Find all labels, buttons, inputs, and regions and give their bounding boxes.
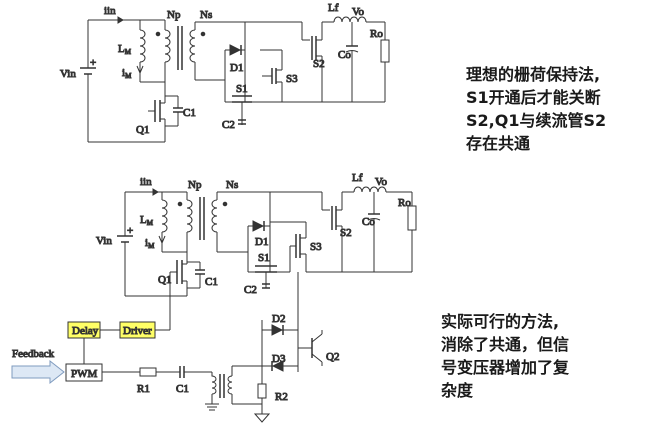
np-label: Np (167, 9, 181, 21)
s3-label: S3 (286, 73, 298, 85)
feedback-arrow (11, 359, 65, 385)
s2-label: S2 (313, 58, 325, 70)
circuit-ideal: Vin + iin LM iM Np Ns (60, 2, 390, 143)
s1-label: S1 (258, 252, 270, 264)
q1-label: Q1 (158, 274, 171, 286)
driver-label: Driver (123, 325, 152, 337)
s1-label: S1 (236, 83, 248, 95)
c1-label: C1 (205, 276, 218, 288)
d1-label: D1 (255, 236, 268, 248)
np-label: Np (188, 179, 202, 191)
vin-plus: + (127, 225, 133, 237)
feedback-label: Feedback (12, 348, 55, 360)
note-practical-line-4: 杂度 (441, 381, 474, 400)
c2-label: C2 (244, 284, 257, 296)
vin-plus: + (90, 57, 96, 69)
ro-label: Ro (370, 28, 383, 40)
co-label: Co (338, 49, 351, 61)
q2-label: Q2 (326, 351, 339, 363)
vin-label: Vin (96, 235, 112, 247)
note-practical-line-3: 号变压器增加了复 (441, 358, 570, 377)
circuit-practical: Vin + iin LM iM Np Ns Q1 (83, 172, 417, 423)
c2-label: C2 (222, 119, 235, 131)
vin-label: Vin (60, 68, 76, 80)
ns-label: Ns (226, 179, 238, 191)
d3-label: D3 (272, 353, 286, 365)
c1-label: C1 (183, 107, 196, 119)
lf-label: Lf (328, 2, 339, 14)
note-ideal-line-2: S1开通后才能关断 (466, 88, 601, 107)
lm-label: LM (140, 214, 154, 227)
delay-box (67, 321, 101, 339)
driver-box (119, 321, 156, 339)
note-practical-line-2: 消除了共通，但信 (441, 335, 570, 354)
control-chain: Delay Driver PWM Feedback (11, 321, 156, 385)
lm-label: LM (118, 43, 132, 56)
iin-label: iin (104, 5, 116, 17)
note-practical: 实际可行的方法, 消除了共通，但信 号变压器增加了复 杂度 (441, 310, 569, 402)
note-ideal-line-4: 存在共通 (466, 134, 531, 153)
delay-label: Delay (72, 325, 99, 337)
iin-label: iin (140, 176, 152, 188)
lf-label: Lf (352, 172, 363, 184)
co-label: Co (362, 216, 375, 228)
c1b-label: C1 (176, 383, 189, 395)
pwm-label: PWM (71, 368, 98, 380)
im-label: iM (145, 237, 155, 250)
s2-label: S2 (340, 227, 352, 239)
r1-label: R1 (137, 383, 150, 395)
q1-label: Q1 (136, 124, 149, 136)
vo-label: Vo (375, 176, 388, 188)
note-ideal-line-1: 理想的栅荷保持法, (466, 65, 601, 84)
im-label: iM (122, 67, 132, 80)
ns-label: Ns (200, 9, 212, 21)
r2-label: R2 (275, 391, 288, 403)
note-practical-line-1: 实际可行的方法, (441, 312, 560, 331)
pwm-box (65, 363, 103, 382)
ro-label: Ro (398, 197, 411, 209)
note-ideal-line-3: S2,Q1与续流管S2 (466, 111, 607, 130)
note-ideal: 理想的栅荷保持法, S1开通后才能关断 S2,Q1与续流管S2 存在共通 (466, 63, 606, 155)
d2-label: D2 (272, 313, 285, 325)
d1-label: D1 (230, 62, 243, 74)
vo-label: Vo (352, 6, 365, 18)
s3-label: S3 (310, 241, 322, 253)
